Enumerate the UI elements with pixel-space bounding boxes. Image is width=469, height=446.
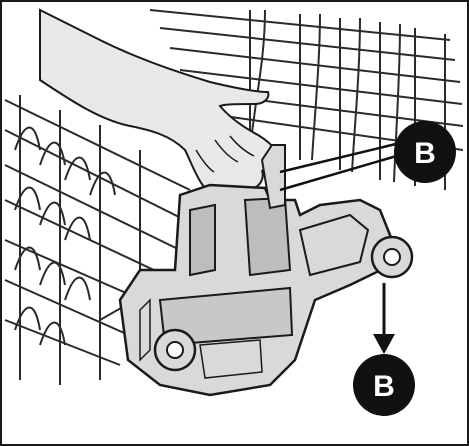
callout-b-bottom-label: B xyxy=(373,370,395,403)
callout-b-bottom: B xyxy=(353,354,415,416)
lower-rack-wires xyxy=(4,95,191,385)
callout-leader-lines xyxy=(279,141,401,192)
callout-b-top-label: B xyxy=(414,137,436,170)
rack-height-adjuster-part xyxy=(118,144,414,397)
arrow-down-icon xyxy=(373,283,395,354)
callout-b-top: B xyxy=(394,121,456,183)
